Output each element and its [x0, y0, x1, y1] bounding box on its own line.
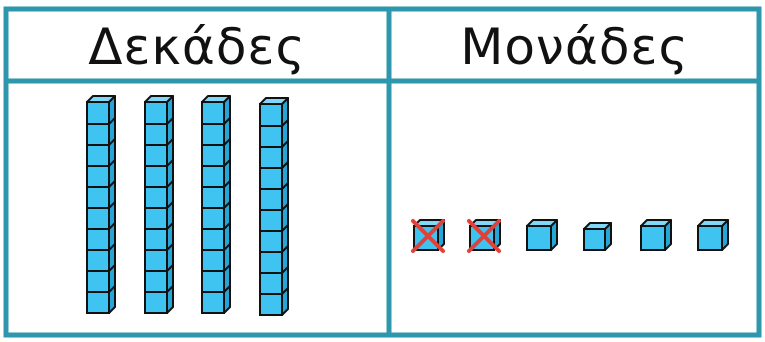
- rod-unit-cube: [86, 95, 116, 125]
- rod-unit-cube: [259, 97, 289, 127]
- ten-rod: [144, 95, 174, 314]
- ones-cubes-group: [411, 219, 729, 253]
- header-tens: Δεκάδες: [88, 18, 306, 76]
- unit-cube: [526, 219, 558, 251]
- cross-mark-line: [467, 219, 501, 253]
- tens-rods-group: [86, 95, 289, 316]
- unit-cube: [640, 219, 672, 251]
- unit-cube: [583, 222, 612, 251]
- ten-rod: [201, 95, 231, 314]
- ten-rod: [86, 95, 116, 314]
- header-ones: Μονάδες: [460, 18, 689, 76]
- ten-rod: [259, 97, 289, 316]
- rod-unit-cube: [201, 95, 231, 125]
- unit-cube: [411, 219, 445, 253]
- table-outline: [3, 6, 762, 338]
- cross-mark-line: [411, 219, 445, 253]
- rod-unit-cube: [144, 95, 174, 125]
- unit-cube: [697, 219, 729, 251]
- unit-cube: [467, 219, 501, 253]
